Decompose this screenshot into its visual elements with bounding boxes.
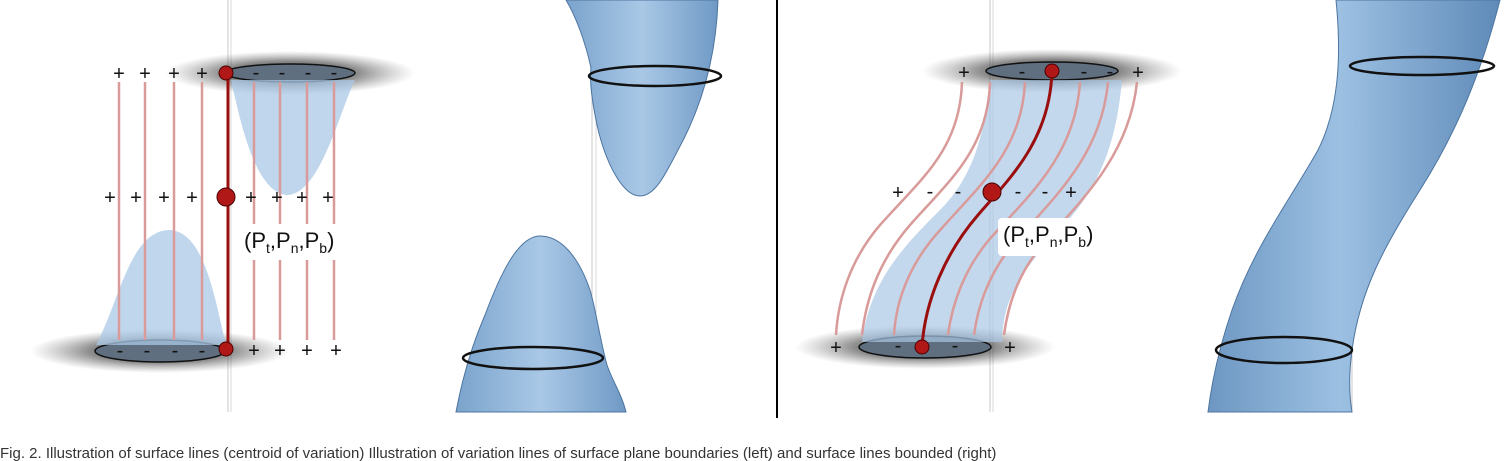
sign: + xyxy=(1065,182,1077,204)
right-panel: + - - - + + - - - - + + - - + (Pt,Pn,Pb) xyxy=(795,0,1182,412)
left-label-bg xyxy=(240,224,360,260)
sign: + xyxy=(113,63,125,85)
left-middle-signs: + + + + + + + + xyxy=(104,187,334,209)
sign: - xyxy=(172,340,179,362)
right-label-bg xyxy=(998,218,1122,256)
bent-tube-bottom-ring xyxy=(1214,335,1354,365)
sign: + xyxy=(958,62,970,84)
left-mid-point xyxy=(216,187,236,207)
right-bottom-point xyxy=(914,339,930,355)
sign: + xyxy=(168,63,180,85)
sign: - xyxy=(895,335,902,357)
sign: + xyxy=(245,187,257,209)
left-field-lines xyxy=(117,82,336,340)
sign: + xyxy=(104,187,116,209)
sign: - xyxy=(1107,61,1114,83)
sign: - xyxy=(1019,61,1026,83)
right-mid-point xyxy=(982,182,1002,202)
upper-bell-shape xyxy=(231,80,355,195)
sign: - xyxy=(199,340,206,362)
right-top-point xyxy=(1044,63,1060,79)
left-top-point xyxy=(218,65,234,81)
right-bottom-signs: + - - + xyxy=(830,335,1016,359)
right-s-band xyxy=(862,80,1122,342)
figure-caption: Fig. 2. Illustration of surface lines (c… xyxy=(0,446,997,461)
right-3d-surface xyxy=(1207,0,1501,413)
left-top-signs: + + + + - - - - xyxy=(113,62,337,85)
bent-tube-top-ring xyxy=(1348,55,1496,77)
bent-tube-shape xyxy=(1207,0,1501,413)
sign: + xyxy=(322,187,334,209)
sign: + xyxy=(830,337,842,359)
sign: + xyxy=(1132,62,1144,84)
lower-bell-shape xyxy=(96,230,226,345)
sign: - xyxy=(144,340,151,362)
right-middle-signs: + - - - - + xyxy=(892,181,1077,204)
sign: - xyxy=(305,62,312,84)
lower-cone-shape xyxy=(455,235,627,413)
left-bottom-point xyxy=(218,341,234,357)
sign: - xyxy=(952,335,959,357)
sign: - xyxy=(955,181,962,203)
sign: - xyxy=(1081,61,1088,83)
sign: + xyxy=(248,340,260,362)
sign: + xyxy=(296,187,308,209)
sign: + xyxy=(196,63,208,85)
left-3d-surface xyxy=(455,0,723,413)
left-panel: + + + + - - - - + + + + + + + + - - - - … xyxy=(30,0,415,412)
sign: + xyxy=(158,187,170,209)
sign: - xyxy=(331,62,338,84)
sign: - xyxy=(1015,181,1022,203)
sign: + xyxy=(301,340,313,362)
sign: + xyxy=(186,187,198,209)
left-frame-label: (Pt,Pn,Pb) xyxy=(244,228,334,256)
right-center-line xyxy=(920,70,1054,348)
upper-cone-ring xyxy=(587,64,723,88)
right-top-signs: + - - - + xyxy=(958,61,1144,84)
sign: - xyxy=(279,62,286,84)
sign: - xyxy=(117,340,124,362)
sign: + xyxy=(271,187,283,209)
sign: - xyxy=(1042,181,1049,203)
figure-canvas: + + + + - - - - + + + + + + + + - - - - … xyxy=(30,0,1501,418)
sign: - xyxy=(253,62,260,84)
upper-cone-shape xyxy=(565,0,719,197)
right-frame-label: (Pt,Pn,Pb) xyxy=(1003,222,1093,250)
sign: + xyxy=(274,340,286,362)
sign: + xyxy=(892,182,904,204)
sign: + xyxy=(330,340,342,362)
sign: + xyxy=(1004,337,1016,359)
left-bottom-signs: - - - - + + + + xyxy=(117,340,342,362)
sign: + xyxy=(139,63,151,85)
lower-cone-ring xyxy=(461,345,605,371)
sign: + xyxy=(130,187,142,209)
sign: - xyxy=(927,181,934,203)
